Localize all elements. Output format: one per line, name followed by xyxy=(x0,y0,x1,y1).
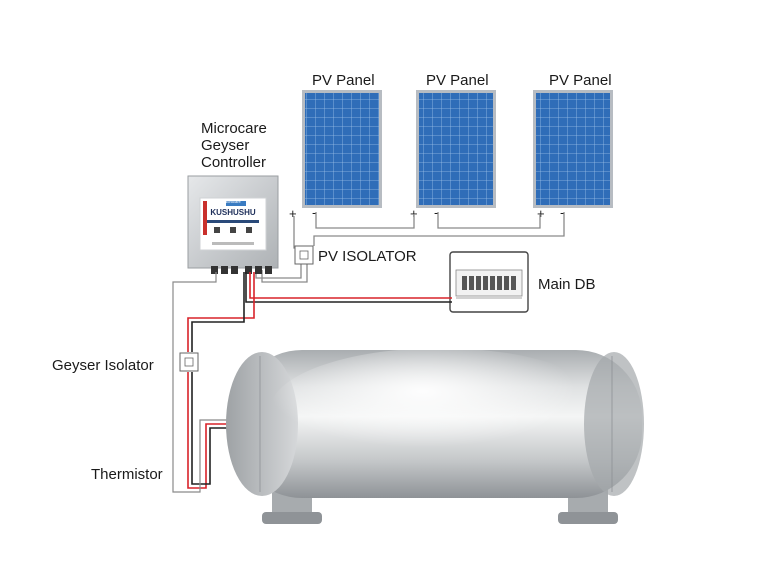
pv-panel-3-label: PV Panel xyxy=(549,72,612,89)
controller-label-line-2: Geyser xyxy=(201,137,250,154)
panel3-plus-terminal: + xyxy=(537,206,545,221)
thermistor-wiring xyxy=(172,272,228,493)
pv-panel-2-label: PV Panel xyxy=(426,72,489,89)
geyser-tank xyxy=(226,348,644,524)
controller-badge: microcare xyxy=(223,199,241,204)
panel1-plus-terminal: + xyxy=(289,206,297,221)
geyser-controller: KUSHUSHU xyxy=(187,175,279,274)
pv-panel-1-label: PV Panel xyxy=(312,72,375,89)
controller-label-line-3: Controller xyxy=(201,154,267,171)
pv-panel-1 xyxy=(302,90,382,208)
panel3-minus-terminal: - xyxy=(560,205,564,220)
panel2-minus-terminal: - xyxy=(434,205,438,220)
panel1-minus-terminal: - xyxy=(312,205,316,220)
geyser-isolator-switch xyxy=(179,352,199,372)
controller-label-line-1: Microcare xyxy=(201,120,267,137)
geyser-feed-wiring xyxy=(187,272,255,489)
pv-isolator-switch xyxy=(294,245,314,265)
thermistor-label: Thermistor xyxy=(91,466,163,483)
pv-panel-3 xyxy=(533,90,613,208)
geyser-isolator-label: Geyser Isolator xyxy=(52,357,154,374)
main-db-board xyxy=(449,251,529,313)
pv-panel-2 xyxy=(416,90,496,208)
pv-isolator-label: PV ISOLATOR xyxy=(318,248,417,265)
controller-brand: KUSHUSHU xyxy=(210,208,256,217)
pv-string-wiring xyxy=(255,212,565,283)
panel2-plus-terminal: + xyxy=(410,206,418,221)
main-db-label: Main DB xyxy=(538,276,596,293)
mains-wiring xyxy=(245,272,452,303)
